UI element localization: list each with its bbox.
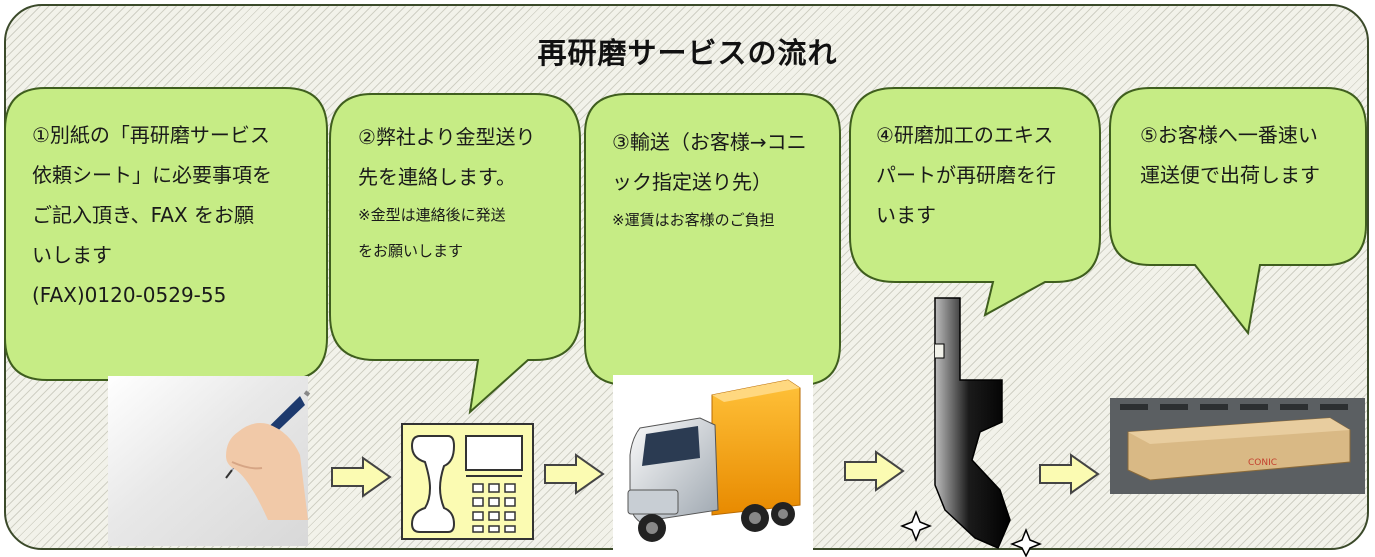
arrow-right-icon [331,456,392,498]
hand-writing-icon [108,376,311,546]
arrow-right-icon [844,450,905,492]
box-label: CONIC [1248,458,1277,468]
step-2-note: ※金型は連絡後に発送 [358,206,506,224]
step-4-text: ④研磨加工のエキス パートが再研磨を行 います [876,123,1056,227]
die-tool-icon [899,297,1043,557]
page-title: 再研磨サービスの流れ [537,36,838,70]
telephone-icon [401,423,534,540]
step-2-note: をお願いします [358,242,464,260]
step-2-text: ②弊社より金型送り 先を連絡します。 ※金型は連絡後に発送 をお願いします [358,117,536,269]
step-3-text: ③輸送（お客様→コニ ック指定送り先） ※運賃はお客様のご負担 [612,122,807,238]
speech-bubble-4 [849,87,1101,317]
arrow-right-icon [1039,453,1100,495]
step-1-text: ①別紙の「再研磨サービス 依頼シート」に必要事項を ご記入頂き、FAX をお願 … [32,123,272,307]
arrow-right-icon [544,453,605,495]
speech-bubble-5 [1109,87,1367,336]
shipping-box-icon: CONIC [1110,398,1365,494]
truck-icon [613,375,813,550]
step-3-note: ※運賃はお客様のご負担 [612,211,775,229]
speech-bubble-2 [329,93,581,415]
step-5-text: ⑤お客様へ一番速い 運送便で出荷します [1140,123,1320,187]
